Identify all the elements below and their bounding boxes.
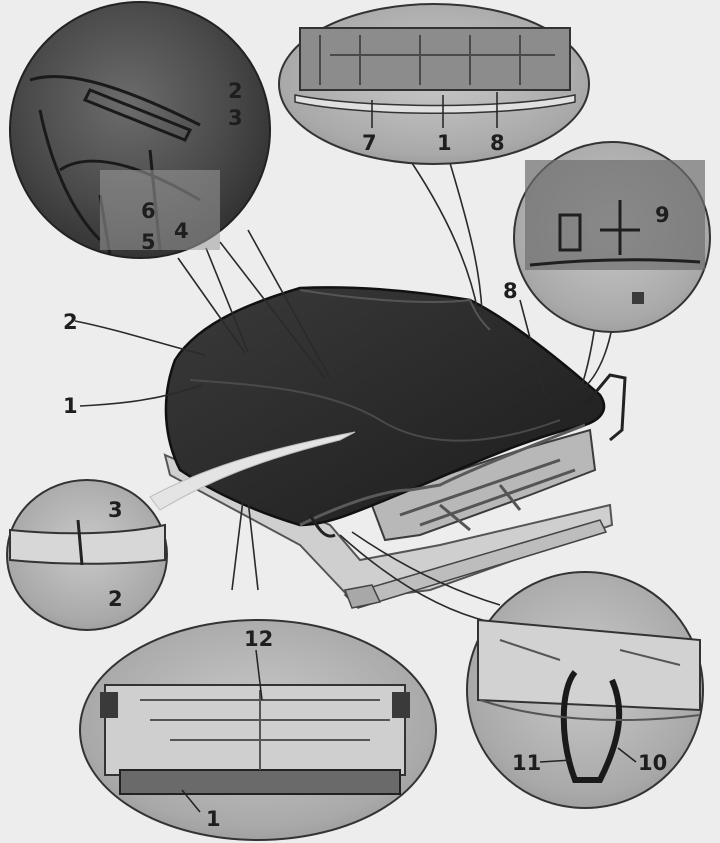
callout-bottom-center: 12 1 [79, 619, 437, 841]
seat-latch-front [308, 514, 336, 538]
callout-bottom-center-detail [140, 690, 390, 770]
callout-right-panel [525, 160, 705, 270]
label-7-top-center: 7 [362, 131, 377, 155]
seat-rail-bracket [343, 584, 382, 609]
callout-bottom-right: 11 10 [466, 571, 704, 809]
callout-bottom-right-detail [479, 639, 701, 721]
callout-left-edge [9, 523, 166, 565]
callout-top-left: 2 3 6 5 4 [9, 1, 271, 259]
callout-top-center-leaders [371, 92, 498, 128]
callout-left: 3 2 [6, 479, 168, 631]
label-1-top-center: 1 [437, 131, 452, 155]
seat-bracket-right [583, 373, 627, 442]
label-12-bottom-center: 12 [244, 627, 273, 651]
label-1-bottom-center: 1 [206, 807, 221, 831]
label-8-top-center: 8 [490, 131, 505, 155]
callout-top-left-panel [100, 170, 220, 250]
seat-cushion-seam [189, 379, 561, 442]
main-labels: 2 1 8 [63, 279, 518, 418]
label-4-top-left: 4 [174, 219, 189, 243]
label-3-left: 3 [108, 498, 123, 522]
label-8-main: 8 [503, 279, 518, 303]
callout-bottom-center-leaders [181, 649, 263, 813]
callout-top-center-part [299, 27, 571, 91]
pointer-wedge-left [149, 431, 356, 511]
callout-bottom-right-handle [560, 670, 623, 783]
callout-right-detail [529, 200, 701, 267]
callout-right-clip [632, 292, 644, 304]
label-11-bottom-right: 11 [512, 751, 541, 775]
callout-top-center-detail [319, 35, 555, 85]
callout-left-clip [76, 519, 84, 566]
callout-bottom-center-base [119, 769, 401, 795]
callout-top-left-detail [29, 74, 201, 256]
callout-top-center: 7 1 8 [278, 3, 590, 165]
callout-right: 9 [513, 141, 711, 333]
callout-bottom-right-leaders [539, 747, 637, 763]
seat-cushion-back-edge [299, 289, 491, 331]
label-5-top-left: 5 [141, 230, 156, 254]
label-2-main: 2 [63, 310, 78, 334]
seat-main-body [149, 286, 627, 609]
label-10-bottom-right: 10 [638, 751, 667, 775]
callout-top-center-trim [294, 94, 576, 115]
callout-bottom-center-part [104, 684, 406, 776]
label-3-top-left: 3 [228, 106, 243, 130]
callout-bottom-right-panel [477, 618, 701, 712]
label-1-main: 1 [63, 394, 78, 418]
label-6-top-left: 6 [141, 199, 156, 223]
label-2-top-left: 2 [228, 79, 243, 103]
seat-mechanism-detail [399, 458, 576, 532]
seat-cushion-edge [299, 423, 586, 527]
label-2-left: 2 [108, 587, 123, 611]
label-9-right: 9 [655, 203, 670, 227]
